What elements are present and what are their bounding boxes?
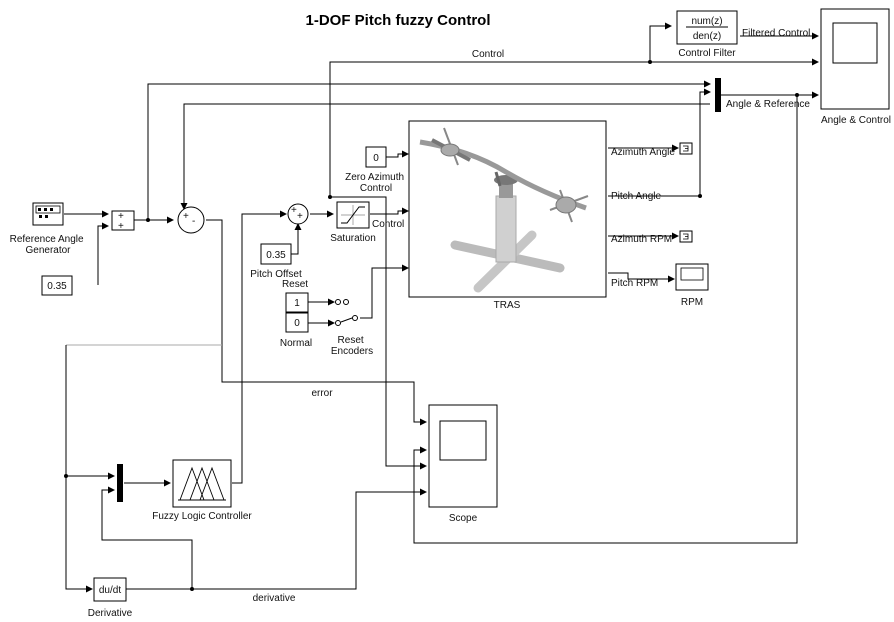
- sum2-minus: -: [192, 216, 195, 227]
- saturation-label: Saturation: [330, 233, 376, 244]
- sum-block-2[interactable]: + -: [178, 207, 204, 233]
- reference-angle-generator-label: Reference Angle Generator: [10, 234, 87, 256]
- signal-angle-reference: Angle & Reference: [726, 99, 810, 110]
- reference-angle-generator-block[interactable]: [33, 203, 63, 225]
- signal-azimuth-rpm: Azimuth RPM: [611, 234, 672, 245]
- ref-gen-line-2: Generator: [25, 245, 71, 256]
- fuzzy-logic-controller-label: Fuzzy Logic Controller: [152, 511, 252, 522]
- scope-block[interactable]: [429, 405, 497, 507]
- normal-constant-block[interactable]: 0: [286, 313, 308, 332]
- reset-label: Reset: [282, 279, 308, 290]
- sum2-plus: +: [183, 211, 189, 222]
- pitch-offset-value: 0.35: [266, 250, 286, 261]
- reset-encoders-switch[interactable]: [336, 300, 358, 326]
- pitch-offset-block[interactable]: 0.35: [261, 244, 291, 264]
- angle-control-label: Angle & Control: [821, 115, 891, 126]
- signal-derivative: derivative: [253, 593, 296, 604]
- filter-denominator: den(z): [693, 31, 721, 42]
- normal-value: 0: [294, 318, 300, 329]
- reset-constant-block[interactable]: 1: [286, 293, 308, 312]
- zero-azimuth-label: Zero Azimuth Control: [345, 172, 407, 194]
- control-filter-label: Control Filter: [678, 48, 736, 59]
- zero-azimuth-line-1: Zero Azimuth: [345, 172, 404, 183]
- reset-encoders-label: Reset Encoders: [331, 335, 373, 357]
- derivative-block-text: du/dt: [99, 585, 121, 596]
- signal-azimuth-angle: Azimuth Angle: [611, 147, 675, 158]
- zero-azimuth-value: 0: [373, 153, 379, 164]
- zero-azimuth-line-2: Control: [360, 183, 392, 194]
- constant-block[interactable]: 0.35: [42, 276, 72, 295]
- diagram-title: 1-DOF Pitch fuzzy Control: [306, 12, 491, 29]
- sum3-plus-2: +: [297, 211, 303, 222]
- signal-control-top: Control: [472, 49, 504, 60]
- sum-block-1[interactable]: + +: [112, 211, 134, 232]
- signal-error: error: [311, 388, 333, 399]
- sum-block-3[interactable]: + +: [288, 204, 308, 224]
- rpm-label: RPM: [681, 297, 703, 308]
- azimuth-angle-terminator[interactable]: [680, 143, 692, 154]
- signal-pitch-angle: Pitch Angle: [611, 191, 661, 202]
- derivative-label: Derivative: [88, 608, 133, 619]
- signal-pitch-rpm: Pitch RPM: [611, 278, 658, 289]
- normal-label: Normal: [280, 338, 312, 349]
- rpm-scope-block[interactable]: [676, 264, 708, 290]
- tras-block[interactable]: [409, 121, 606, 297]
- zero-azimuth-control-block[interactable]: 0: [366, 147, 386, 167]
- filter-numerator: num(z): [691, 16, 722, 27]
- reset-encoders-line-1: Reset: [338, 335, 364, 346]
- signal-filtered-control: Filtered Control: [742, 28, 810, 39]
- scope-label: Scope: [449, 513, 478, 524]
- control-filter-block[interactable]: num(z) den(z): [677, 11, 737, 44]
- fuzzy-logic-controller-block[interactable]: [173, 460, 231, 507]
- tras-label: TRAS: [494, 300, 521, 311]
- saturation-block[interactable]: [337, 202, 369, 228]
- ref-gen-line-1: Reference Angle: [10, 234, 84, 245]
- signal-control-mid: Control: [372, 219, 404, 230]
- azimuth-rpm-terminator[interactable]: [680, 231, 692, 242]
- derivative-block[interactable]: du/dt: [94, 578, 126, 601]
- angle-control-scope-block[interactable]: [821, 9, 889, 109]
- flc-input-mux[interactable]: [117, 464, 123, 502]
- reset-value: 1: [294, 298, 300, 309]
- reset-encoders-line-2: Encoders: [331, 346, 373, 357]
- sum1-plus-2: +: [118, 221, 124, 232]
- constant-value: 0.35: [47, 281, 67, 292]
- angle-reference-mux[interactable]: [715, 78, 721, 112]
